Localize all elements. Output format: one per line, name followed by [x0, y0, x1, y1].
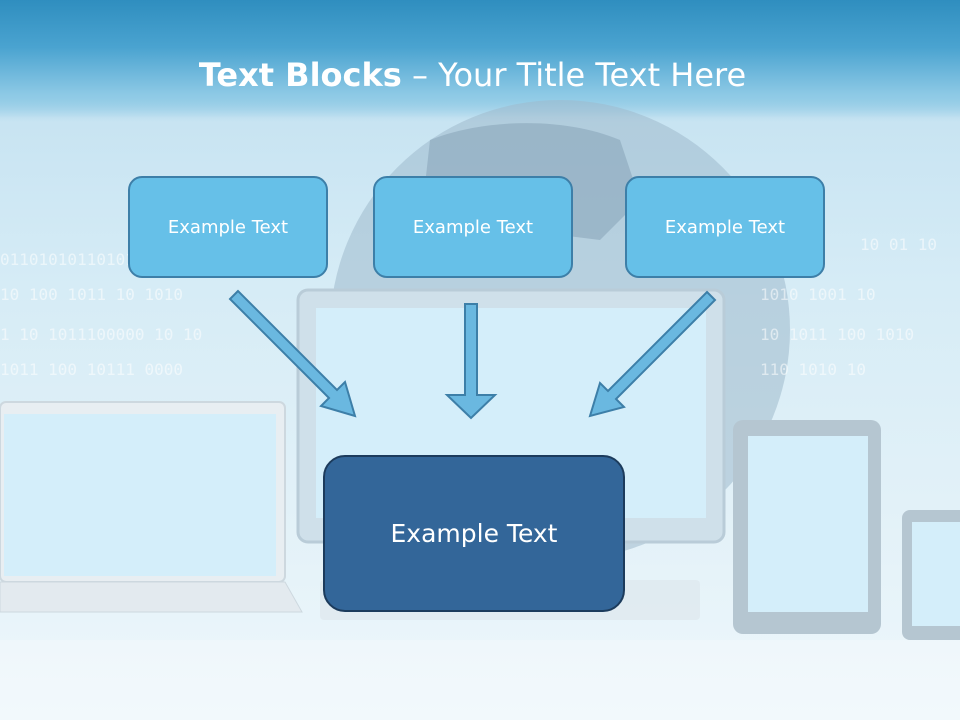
svg-text:10 01 10: 10 01 10 [860, 235, 937, 254]
header-band [0, 0, 960, 118]
svg-text:0110101011010101: 0110101011010101 [0, 250, 154, 269]
svg-text:1 10 1011100000 10 10: 1 10 1011100000 10 10 [0, 325, 202, 344]
svg-text:1011 100 10111 0000: 1011 100 10111 0000 [0, 360, 183, 379]
title-bold-part: Text Blocks [198, 56, 402, 94]
text-block-center-label: Example Text [412, 216, 534, 238]
slide-title: Text Blocks – Your Title Text Here [0, 56, 945, 94]
text-block-main[interactable]: Example Text [323, 455, 625, 612]
svg-text:1010 1001 10: 1010 1001 10 [760, 285, 876, 304]
text-block-main-label: Example Text [390, 519, 558, 548]
svg-text:10 1011 100 1010: 10 1011 100 1010 [760, 325, 914, 344]
text-block-right-label: Example Text [664, 216, 786, 238]
svg-text:110 1010 10: 110 1010 10 [760, 360, 866, 379]
title-regular-part: – Your Title Text Here [401, 56, 747, 94]
svg-text:10 100 1011 10 1010: 10 100 1011 10 1010 [0, 285, 183, 304]
text-block-right[interactable]: Example Text [625, 176, 825, 278]
text-block-left[interactable]: Example Text [128, 176, 328, 278]
text-block-left-label: Example Text [167, 216, 289, 238]
text-block-center[interactable]: Example Text [373, 176, 573, 278]
